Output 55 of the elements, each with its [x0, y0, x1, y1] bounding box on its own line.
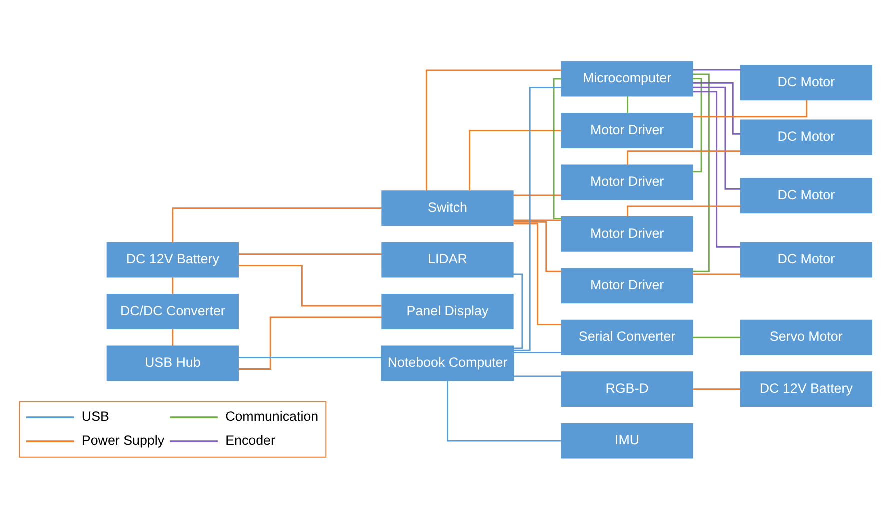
connector — [172, 207, 382, 242]
node-box: Switch — [382, 190, 514, 226]
node-box: Servo Motor — [740, 319, 872, 355]
node-box: LIDAR — [382, 242, 514, 278]
connector — [693, 82, 741, 134]
node-box: Panel Display — [382, 294, 514, 329]
connector — [693, 100, 808, 118]
legend-label: USB — [82, 408, 110, 424]
connector — [514, 273, 524, 349]
connector — [627, 205, 741, 216]
connector — [447, 380, 562, 442]
connector — [426, 69, 562, 190]
legend-label: Encoder — [226, 432, 276, 448]
connector — [514, 222, 562, 325]
connector — [692, 68, 741, 70]
node-box: Motor Driver — [561, 216, 694, 252]
node-box: Motor Driver — [561, 268, 694, 304]
connector — [514, 219, 562, 221]
legend-label: Power Supply — [82, 432, 165, 448]
connector — [172, 328, 174, 346]
connector — [693, 78, 702, 172]
connector — [693, 86, 741, 190]
node-box: DC 12V Battery — [106, 242, 239, 278]
connector — [514, 352, 562, 353]
connector — [238, 253, 382, 255]
node-box: DC 12V Battery — [740, 371, 872, 407]
connector — [514, 194, 562, 196]
node-box: DC Motor — [740, 119, 872, 155]
node-box: Serial Converter — [561, 319, 694, 355]
node-box: Microcomputer — [561, 60, 694, 96]
node-box: Motor Driver — [561, 164, 694, 200]
connector — [514, 375, 562, 377]
connector — [238, 264, 382, 306]
connector — [238, 316, 382, 370]
connector — [469, 130, 562, 190]
connector — [692, 336, 741, 338]
connector — [693, 90, 740, 248]
connector — [627, 96, 628, 113]
connector — [692, 273, 741, 275]
connector — [553, 78, 562, 219]
connector — [172, 277, 174, 294]
connector — [693, 73, 710, 272]
node-box: IMU — [561, 422, 694, 458]
node-box: USB Hub — [106, 345, 239, 381]
node-box: DC Motor — [740, 64, 872, 100]
connector — [692, 388, 741, 390]
node-box: DC Motor — [740, 242, 872, 278]
connector — [514, 86, 562, 351]
node-box: DC Motor — [740, 178, 872, 214]
node-box: Motor Driver — [561, 112, 694, 148]
node-box: DC/DC Converter — [106, 294, 239, 329]
node-box: RGB-D — [561, 371, 694, 407]
node-box: Notebook Computer — [381, 345, 514, 381]
connector — [238, 356, 382, 358]
legend-label: Communication — [226, 408, 319, 424]
